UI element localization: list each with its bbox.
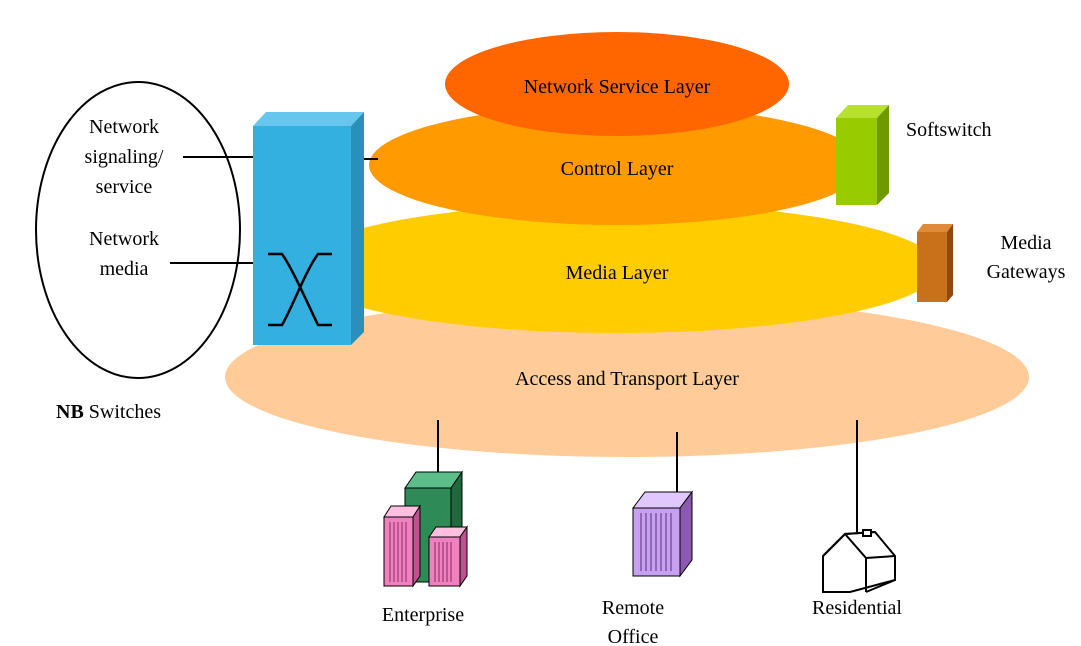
media-layer	[295, 203, 939, 333]
signaling-label-line1: Network	[89, 116, 159, 138]
access-transport-layer	[225, 297, 1029, 457]
softswitch-box	[836, 105, 889, 205]
media-label-line2: media	[100, 258, 149, 280]
media-gateways-label-line2: Gateways	[987, 261, 1066, 283]
nb-switches-label: NB Switches	[56, 401, 161, 423]
nb-switches-ellipse	[35, 81, 241, 379]
signaling-label-line3: service	[96, 176, 153, 198]
remote-office-label-line2: Office	[608, 626, 659, 646]
media-label-line1: Network	[89, 228, 159, 250]
signaling-label-line2: signaling/	[85, 146, 164, 168]
enterprise-label: Enterprise	[382, 604, 464, 626]
nb-switches-label-bold: NB	[56, 401, 84, 423]
media-gateway-box	[917, 224, 953, 302]
media-layer-label: Media Layer	[566, 262, 669, 284]
remote-office-building-icon	[632, 490, 693, 578]
nb-switches-label-rest: Switches	[84, 401, 161, 423]
softswitch-label: Softswitch	[906, 119, 992, 141]
nb-switch-box	[253, 112, 364, 345]
network-service-layer-label: Network Service Layer	[524, 76, 711, 98]
switch-crossover-icon	[268, 252, 332, 327]
house-icon	[822, 529, 896, 593]
residential-label: Residential	[812, 597, 902, 619]
remote-office-label-line1: Remote	[602, 597, 664, 619]
control-layer-label: Control Layer	[561, 158, 674, 180]
enterprise-buildings-icon	[383, 470, 468, 588]
media-gateways-label-line1: Media	[1000, 232, 1051, 254]
access-transport-layer-label: Access and Transport Layer	[515, 368, 739, 390]
control-layer	[369, 105, 865, 225]
network-service-layer	[445, 32, 789, 136]
